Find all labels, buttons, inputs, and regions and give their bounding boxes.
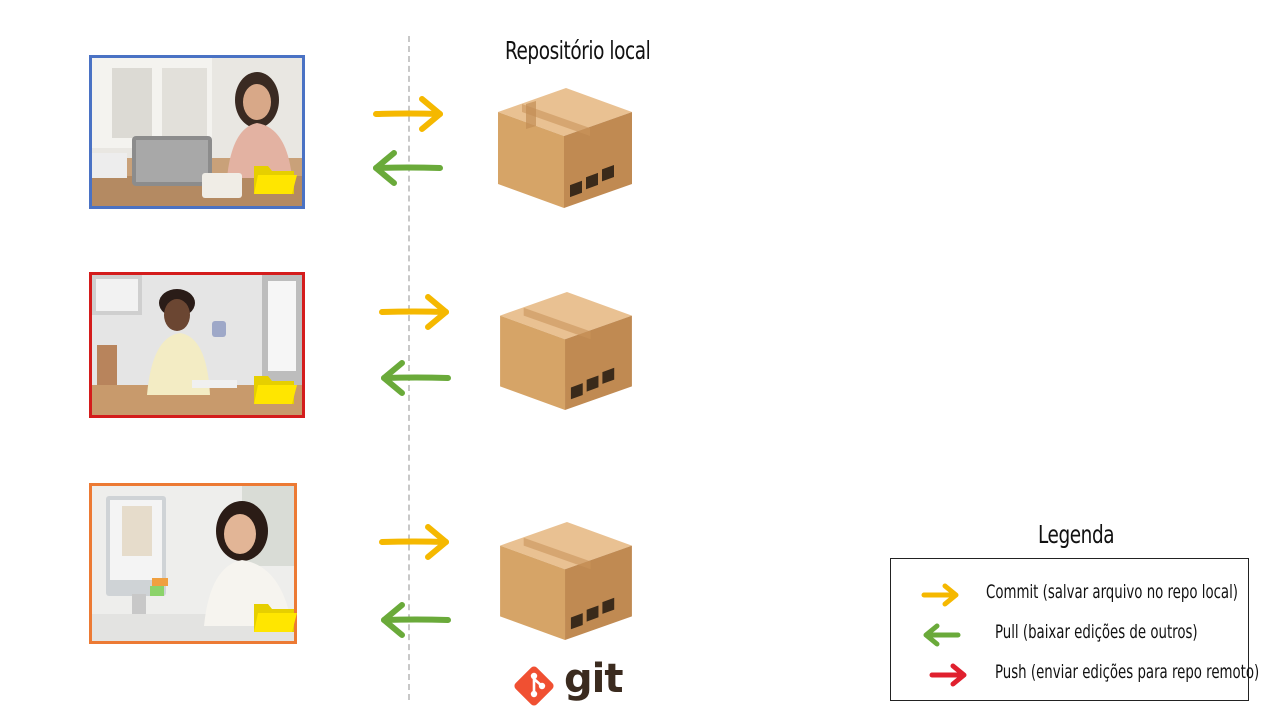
git-logo: git (510, 656, 623, 710)
repo-box-icon (500, 291, 632, 411)
legend-label: Commit (salvar arquivo no repo local) (986, 581, 1239, 603)
arrow-right-icon (921, 583, 959, 607)
arrow-left-icon (923, 623, 961, 647)
repo-box-icon (498, 88, 632, 208)
git-diamond-icon (514, 666, 554, 706)
divider-line (408, 36, 410, 700)
local-repo-title: Repositório local (505, 36, 651, 65)
folder-icon (254, 166, 297, 194)
pull-arrow (381, 360, 451, 396)
commit-arrow (379, 294, 449, 330)
commit-arrow (373, 96, 443, 132)
legend-item-push: Push (enviar edições para repo remoto) (891, 657, 1259, 687)
pull-arrow (373, 150, 443, 186)
folder-icon (254, 376, 297, 404)
legend-title: Legenda (1038, 520, 1115, 549)
legend-label: Pull (baixar edições de outros) (995, 621, 1198, 643)
legend-item-pull: Pull (baixar edições de outros) (891, 617, 1246, 647)
folder-icon (254, 604, 297, 632)
pull-arrow (381, 602, 451, 638)
arrow-right-icon (929, 663, 967, 687)
repo-box-icon (500, 521, 632, 641)
developer-photo-2 (89, 272, 305, 418)
legend-item-commit: Commit (salvar arquivo no repo local) (891, 577, 1246, 607)
legend: Commit (salvar arquivo no repo local) Pu… (890, 558, 1259, 701)
git-wordmark: git (564, 656, 623, 702)
legend-label: Push (enviar edições para repo remoto) (995, 661, 1260, 683)
commit-arrow (379, 524, 449, 560)
